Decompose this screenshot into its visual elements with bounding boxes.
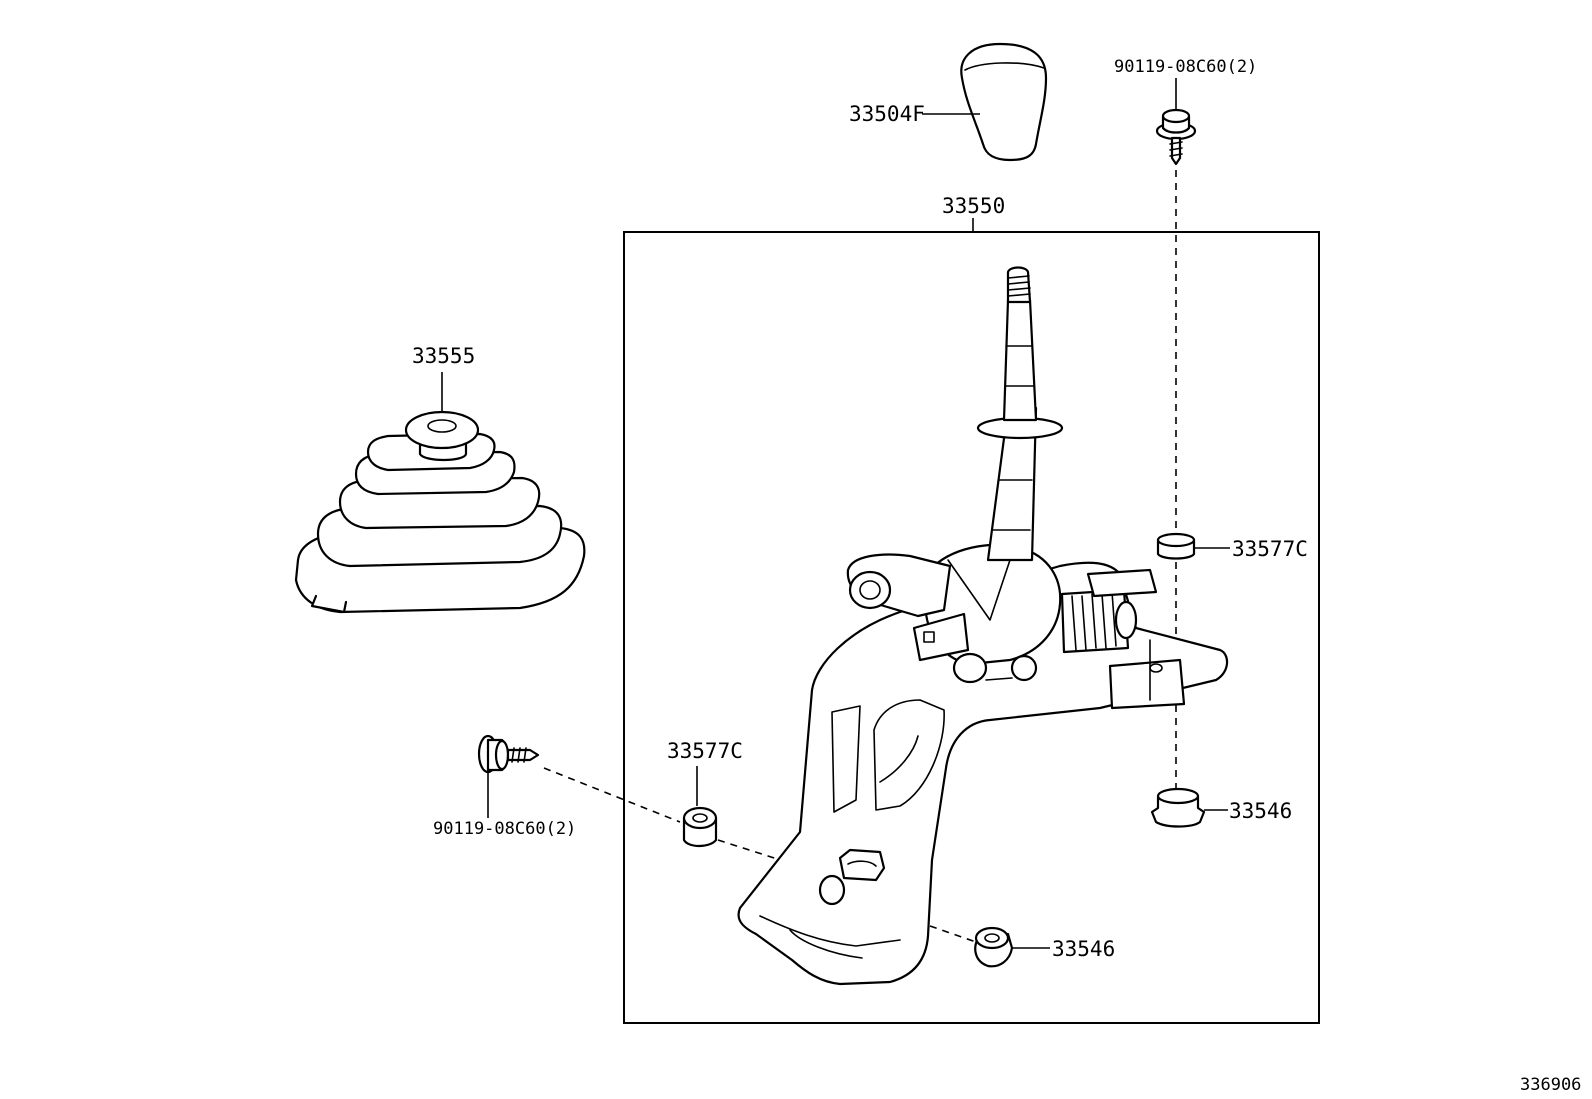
nut-right-part[interactable]	[1150, 787, 1206, 828]
nut-bottom-part[interactable]	[974, 926, 1014, 968]
callout-nut-bottom[interactable]: 33546	[1052, 937, 1115, 961]
shift-boot-part[interactable]	[294, 410, 586, 614]
shift-lever-assembly-part[interactable]	[737, 266, 1229, 986]
callout-bolt-left[interactable]: 90119-08C60(2)	[433, 819, 576, 839]
dash-bracket-to-nut-bottom	[929, 925, 977, 943]
callout-collar-right[interactable]: 33577C	[1232, 537, 1308, 561]
dash-bolt-left-to-collar	[543, 767, 681, 823]
callout-collar-left[interactable]: 33577C	[667, 739, 743, 763]
assembly-frame	[623, 231, 1320, 1024]
callout-nut-right[interactable]: 33546	[1229, 799, 1292, 823]
shift-knob-part[interactable]	[960, 42, 1048, 162]
callout-bolt-top[interactable]: 90119-08C60(2)	[1114, 57, 1257, 77]
dash-collar-left-to-bracket	[717, 839, 819, 873]
bolt-top-part[interactable]	[1155, 108, 1197, 166]
bolt-left-part[interactable]	[477, 734, 540, 774]
callout-33550[interactable]: 33550	[942, 194, 1005, 218]
diagram-id: 336906	[1520, 1075, 1581, 1095]
collar-right-part[interactable]	[1156, 532, 1196, 560]
collar-left-part[interactable]	[682, 806, 718, 848]
callout-33504F[interactable]: 33504F	[849, 102, 925, 126]
callout-33555[interactable]: 33555	[412, 344, 475, 368]
